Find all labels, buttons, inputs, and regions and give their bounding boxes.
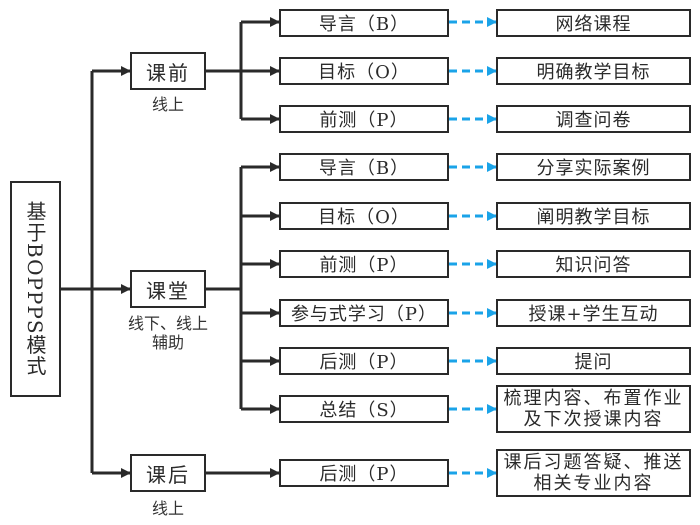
detail-box: 知识问答 <box>496 250 691 278</box>
detail-box: 授课+学生互动 <box>496 299 691 327</box>
stage-sub-post-class: 线上 <box>151 499 184 518</box>
detail-box: 网络课程 <box>496 9 691 37</box>
detail-box: 梳理内容、布置作业及下次授课内容 <box>496 385 691 433</box>
stage-sub-line: 辅助 <box>151 333 184 352</box>
step-box: 参与式学习（P） <box>279 299 449 327</box>
stage-sub-in-class: 线下、线上 辅助 <box>105 314 231 352</box>
step-box: 导言（B） <box>279 153 449 181</box>
step-box: 目标（O） <box>279 57 449 85</box>
detail-box: 分享实际案例 <box>496 153 691 181</box>
detail-box: 阐明教学目标 <box>496 202 691 230</box>
step-box: 前测（P） <box>279 105 449 133</box>
stage-sub-line: 线下、线上 <box>127 314 208 333</box>
root-label: 基于BOPPPS模式 <box>23 201 47 377</box>
detail-box: 课后习题答疑、推送相关专业内容 <box>496 449 691 497</box>
step-box: 总结（S） <box>279 395 449 423</box>
step-box: 前测（P） <box>279 250 449 278</box>
stage-box-in-class: 课堂 <box>130 270 206 308</box>
step-box: 后测（P） <box>279 347 449 375</box>
detail-box: 调查问卷 <box>496 105 691 133</box>
root-box-boppps-model: 基于BOPPPS模式 <box>10 181 61 397</box>
stage-sub-pre-class: 线上 <box>151 95 184 114</box>
stage-box-pre-class: 课前 <box>130 52 206 90</box>
stage-label: 课前 <box>146 60 190 85</box>
detail-box: 提问 <box>496 347 691 375</box>
stage-label: 课堂 <box>146 278 190 303</box>
step-box: 后测（P） <box>279 459 449 487</box>
stage-label: 课后 <box>146 462 190 487</box>
detail-box: 明确教学目标 <box>496 57 691 85</box>
stage-box-post-class: 课后 <box>130 454 206 492</box>
step-box: 目标（O） <box>279 202 449 230</box>
step-box: 导言（B） <box>279 9 449 37</box>
